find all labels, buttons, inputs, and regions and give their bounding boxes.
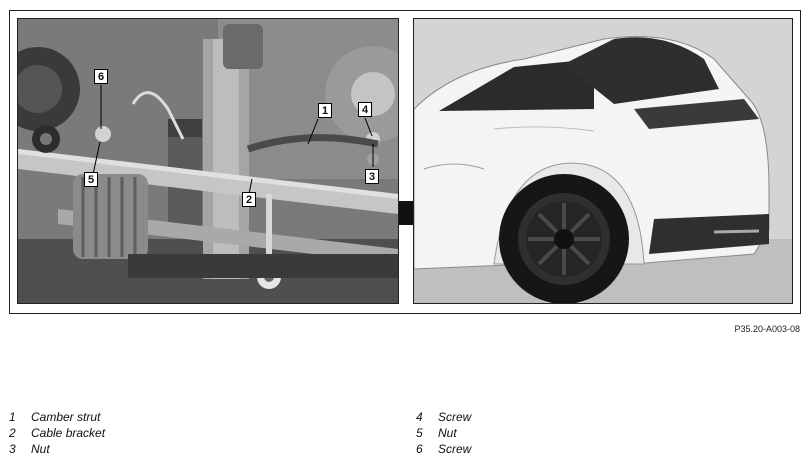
- legend-number: 1: [9, 410, 16, 424]
- legend-item: 6 Screw: [416, 441, 471, 457]
- legend-left: 1 Camber strut 2 Cable bracket 3 Nut: [9, 409, 105, 457]
- callout-4: 4: [358, 102, 372, 117]
- legend-right: 4 Screw 5 Nut 6 Screw: [416, 409, 471, 457]
- suspension-illustration: [18, 19, 398, 303]
- legend-item: 4 Screw: [416, 409, 471, 425]
- legend-number: 6: [416, 442, 423, 456]
- legend-text: Cable bracket: [31, 426, 106, 440]
- legend-item: 3 Nut: [9, 441, 105, 457]
- legend-text: Camber strut: [31, 410, 101, 424]
- suspension-detail-photo: 6 1 4 3 5 2: [17, 18, 399, 304]
- vehicle-overview-photo: [413, 18, 793, 304]
- figure-frame: 6 1 4 3 5 2: [9, 10, 801, 314]
- legend-number: 2: [9, 426, 16, 440]
- vehicle-illustration: [414, 19, 792, 303]
- callout-6: 6: [94, 69, 108, 84]
- legend-item: 5 Nut: [416, 425, 471, 441]
- legend-text: Nut: [438, 426, 457, 440]
- legend-text: Nut: [31, 442, 50, 456]
- callout-1: 1: [318, 103, 332, 118]
- callout-5: 5: [84, 172, 98, 187]
- callout-2: 2: [242, 192, 256, 207]
- legend-item: 1 Camber strut: [9, 409, 105, 425]
- legend-text: Screw: [438, 442, 472, 456]
- figure-code: P35.20-A003-08: [734, 324, 800, 334]
- callout-3: 3: [365, 169, 379, 184]
- legend-item: 2 Cable bracket: [9, 425, 105, 441]
- legend-text: Screw: [438, 410, 472, 424]
- legend-number: 5: [416, 426, 423, 440]
- legend-number: 3: [9, 442, 16, 456]
- legend-number: 4: [416, 410, 423, 424]
